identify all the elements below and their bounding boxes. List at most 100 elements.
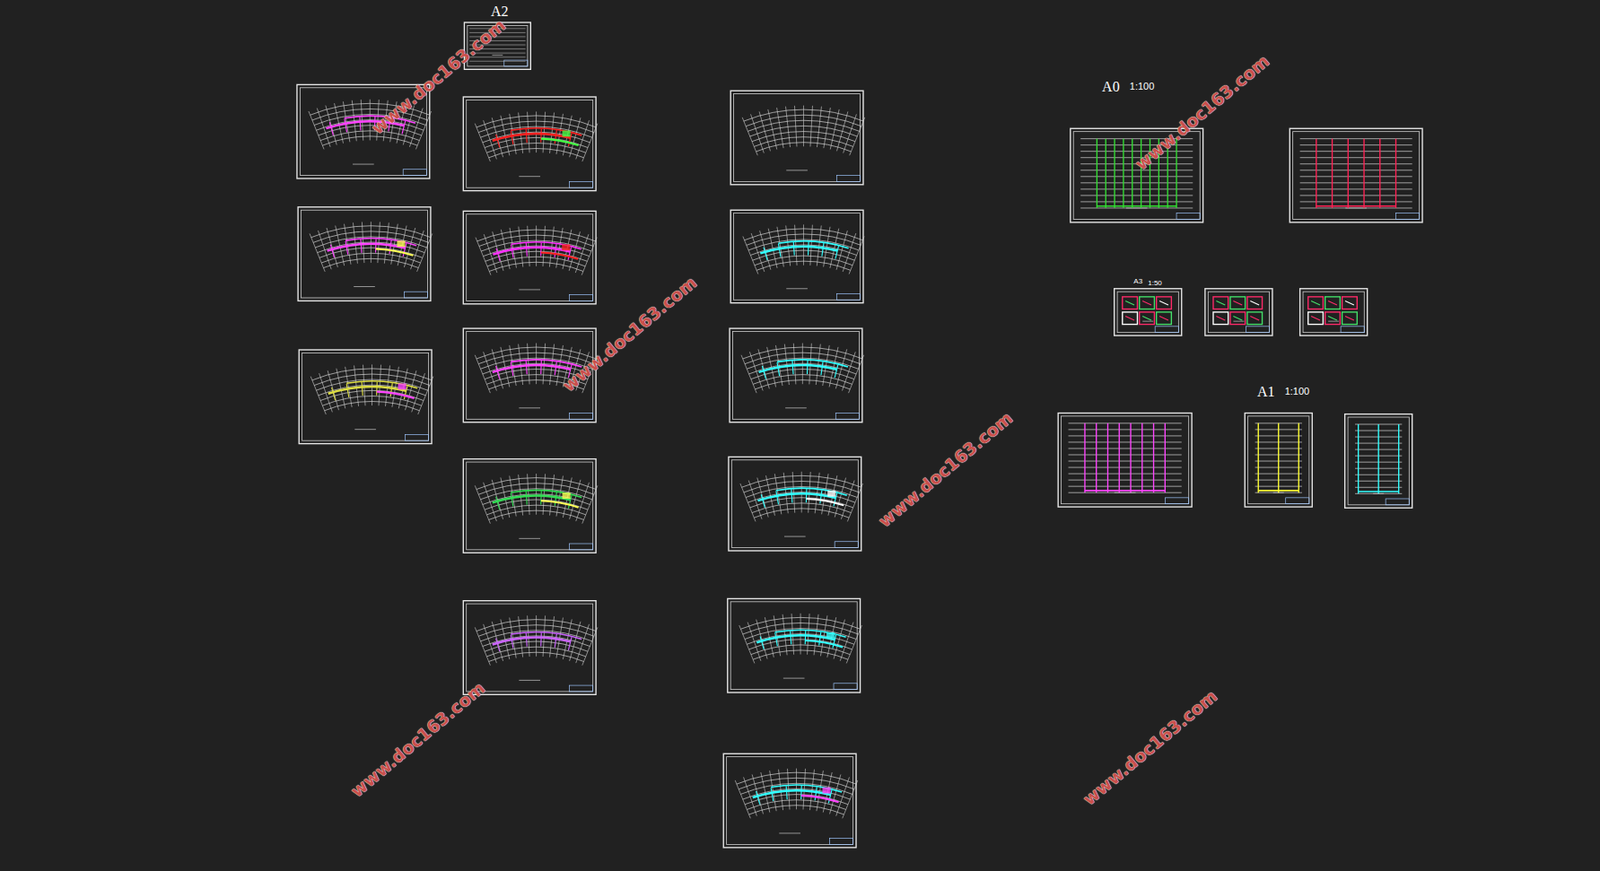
pipe-branch [800, 786, 803, 800]
axis-radial [842, 780, 858, 819]
title-block [1396, 213, 1420, 220]
sheet-frame [1117, 291, 1179, 333]
axis-radial [576, 624, 590, 664]
axis-radial [562, 477, 572, 518]
axis-radial [354, 365, 359, 406]
axis-radial [814, 472, 820, 514]
axis-radial [384, 222, 389, 263]
axis-radial [527, 615, 531, 657]
axis-radial [847, 483, 863, 522]
axis-radial [830, 109, 840, 150]
axis-radial [843, 113, 857, 153]
axis-radial [823, 227, 831, 268]
pipe-branch [525, 129, 527, 143]
pipe-branch [330, 244, 334, 259]
pipe-branch [820, 490, 822, 505]
drawing-name [785, 407, 807, 409]
title-block [569, 181, 594, 188]
pipe-branch [807, 241, 810, 255]
equipment-mark [826, 632, 835, 639]
drawing-name [518, 680, 541, 682]
sheet-frame [302, 352, 429, 441]
axis-radial [769, 770, 777, 812]
title-block [833, 683, 857, 691]
riser-pipe [1175, 139, 1177, 209]
pipe-run [804, 640, 843, 647]
axis-radial [821, 473, 829, 515]
pipe-branch [525, 633, 527, 647]
axis-radial [816, 770, 823, 812]
axis-radial [575, 234, 589, 273]
pipe-branch [554, 130, 557, 144]
axis-radial [777, 227, 784, 268]
drawing-name [786, 288, 808, 289]
sheet-border [298, 349, 432, 445]
axis-radial [550, 616, 555, 657]
detail-view [1213, 297, 1229, 310]
axis-radial [509, 345, 516, 386]
axis-radial [820, 615, 827, 656]
riser-pipe [1119, 423, 1120, 493]
axis-radial [842, 233, 857, 272]
axis-radial [518, 474, 524, 516]
pipe-branch [834, 365, 839, 379]
axis-radial [527, 226, 530, 267]
axis-radial [409, 108, 423, 148]
sheet-border [463, 601, 596, 696]
drawing-name [352, 164, 375, 166]
axis-radial [794, 105, 797, 148]
axis-radial [759, 111, 770, 151]
drawing-name [518, 407, 541, 409]
riser-pipe [1347, 139, 1349, 209]
detail-pipe [1250, 300, 1260, 306]
detail-pipe [1232, 300, 1242, 306]
axis-radial [527, 473, 531, 516]
drawing-name [491, 54, 503, 56]
pipe-branch [525, 491, 527, 506]
pipe-branch [821, 361, 823, 376]
axis-radial [793, 343, 796, 385]
axis-radial [309, 233, 325, 272]
pipe-branch [540, 243, 543, 257]
pipe-branch [776, 490, 779, 505]
axis-radial [509, 113, 516, 155]
title-block [569, 412, 594, 420]
watermark: www.doc163.com [1080, 687, 1221, 809]
axis-radial [509, 475, 516, 516]
axis-radial [836, 111, 848, 151]
detail-pipe [1345, 315, 1355, 321]
index-row [469, 61, 526, 62]
title-block [402, 169, 427, 176]
axis-radial [775, 345, 782, 386]
axis-radial [562, 229, 572, 270]
pipe-branch [770, 787, 774, 802]
axis-radial [556, 475, 563, 516]
riser-pipe [1113, 139, 1115, 209]
axis-radial [803, 769, 806, 811]
title-block [403, 291, 428, 298]
riser-pipe [1153, 423, 1155, 493]
drawing-name [353, 286, 376, 288]
axis-radial [803, 105, 805, 148]
sheet-frame [466, 462, 594, 551]
axis-radial [415, 111, 431, 149]
scale-label: 1:100 [1285, 386, 1311, 397]
pipe-branch [777, 362, 780, 376]
detail-pipe [1328, 300, 1338, 306]
axis-radial [786, 106, 791, 148]
riser-pipe [1398, 424, 1399, 494]
axis-radial [840, 480, 855, 520]
scale-label: A3 [1133, 278, 1143, 286]
riser-pipe [1140, 139, 1142, 209]
axis-radial [783, 472, 788, 514]
axis-radial [773, 615, 780, 656]
pipe-branch [496, 134, 500, 149]
pipe-branch [786, 786, 787, 800]
sheet-frame [466, 603, 594, 692]
axis-radial [384, 365, 390, 406]
axis-radial [816, 225, 822, 266]
axis-radial [371, 364, 373, 406]
sheet-border [463, 459, 596, 554]
sheet-frame [1302, 291, 1364, 333]
pipe-branch [835, 245, 840, 259]
